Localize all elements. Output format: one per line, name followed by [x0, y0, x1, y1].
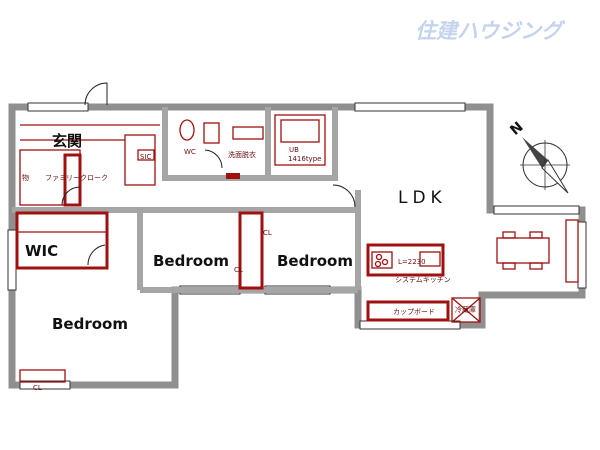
interior-walls: [12, 107, 361, 293]
wc-washroom-bath: [179, 114, 326, 179]
label-closet-3: CL: [263, 229, 272, 237]
label-closet-1: CL: [33, 384, 42, 392]
label-storage: 物: [22, 173, 29, 182]
doors: [61, 184, 356, 266]
label-ldk: LDK: [398, 188, 447, 208]
label-cupboard: カップボード: [393, 308, 435, 316]
compass-icon: N: [507, 119, 570, 194]
label-wic: WIC: [25, 242, 58, 260]
label-closet-2: CL: [234, 266, 243, 274]
label-bedroom-main: Bedroom: [52, 315, 128, 333]
label-kitchen-length: L=2230: [398, 258, 426, 266]
wic-shelves: [15, 211, 264, 383]
label-family-closet: ファミリークローク: [45, 174, 108, 182]
entrance-door[interactable]: [84, 82, 108, 106]
dining-table: [496, 219, 579, 283]
label-bath: UB: [289, 146, 299, 154]
label-kitchen: システムキッチン: [395, 276, 451, 284]
label-bath-type: 1416type: [288, 155, 321, 163]
label-bedroom-3: Bedroom: [277, 252, 353, 270]
label-sic: SIC: [140, 153, 152, 161]
exterior-wall: [8, 103, 586, 389]
label-washroom: 洗面脱衣: [228, 150, 256, 159]
brand-logo: 住建ハウジング: [415, 19, 566, 43]
label-entrance: 玄関: [52, 132, 82, 150]
kitchen: [366, 243, 481, 323]
label-wc: WC: [184, 148, 196, 156]
entrance-fixtures: [19, 124, 160, 207]
label-bedroom-2: Bedroom: [153, 252, 229, 270]
compass-north-label: N: [507, 119, 526, 139]
label-fridge: 冷蔵庫: [455, 305, 476, 314]
